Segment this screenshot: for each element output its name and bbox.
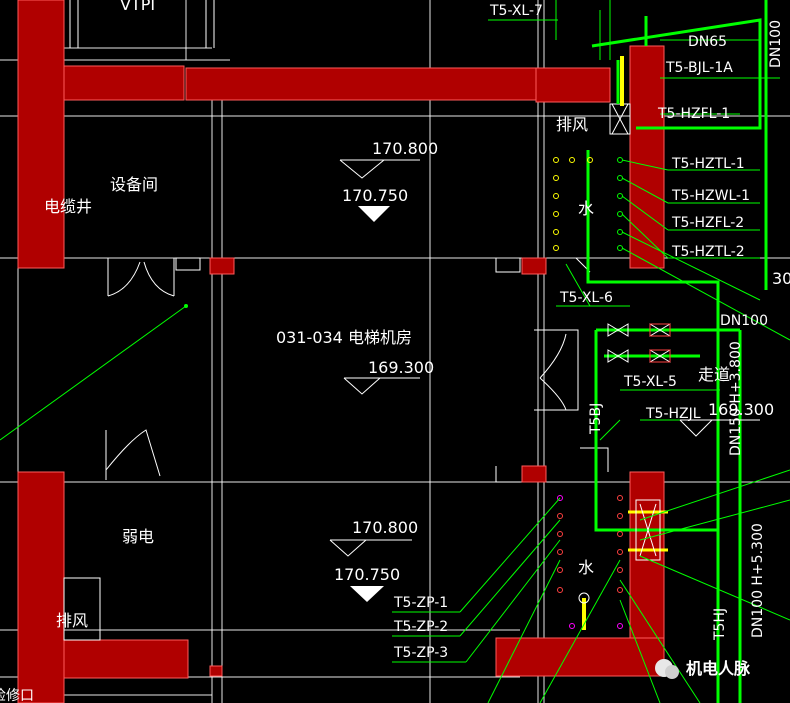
pipe-label-t5hj: T5HJ	[712, 608, 728, 641]
elevation-middle: 169.300	[368, 358, 434, 377]
wall-right-upper	[629, 45, 665, 269]
column-upper	[209, 257, 235, 275]
pipe-dn100-main	[586, 150, 720, 703]
column-bottom	[209, 665, 223, 677]
pipe-label-zp3: T5-ZP-3	[393, 645, 448, 661]
pipe-label-hztl1: T5-HZTL-1	[671, 156, 745, 172]
pipe-label-hztl2: T5-HZTL-2	[671, 244, 745, 260]
elevation-lower-top: 170.800	[352, 518, 418, 537]
elevation-upper-bottom: 170.750	[342, 186, 408, 205]
wall-top-right	[535, 67, 611, 103]
wall-left-lower	[17, 471, 65, 703]
pipe-label-hzfl1: T5-HZFL-1	[657, 106, 730, 122]
pipe-label-hzwl1: T5-HZWL-1	[671, 188, 750, 204]
column-right-upper	[521, 257, 547, 275]
pipe-label-zp2: T5-ZP-2	[393, 619, 448, 635]
wall-bottom-left	[63, 639, 189, 679]
room-label-equipment: 设备间	[110, 175, 158, 194]
room-label-elevator: 031-034 电梯机房	[276, 328, 412, 347]
watermark: 机电人脉	[655, 659, 751, 679]
column-right-lower	[521, 465, 547, 483]
pipes	[586, 0, 768, 703]
elevation-lower-bottom: 170.750	[334, 565, 400, 584]
room-label-weak-current: 弱电	[122, 527, 154, 546]
wall-left-upper	[17, 0, 65, 269]
pipe-dn65	[591, 18, 762, 130]
room-label-exhaust-top: 排风	[556, 115, 588, 134]
pipe-label-dn100-top-vertical: DN100	[768, 20, 784, 68]
pipe-label-hzjl: T5-HZJL	[645, 406, 701, 422]
pipe-label-dn150: DN150 H+3.800	[728, 341, 744, 456]
room-label-corridor: 走道	[698, 365, 730, 384]
pipe-label-dn100-mid: DN100	[720, 313, 768, 329]
pipe-label-zp1: T5-ZP-1	[393, 595, 448, 611]
room-label-exhaust-bottom: 排风	[56, 611, 88, 630]
elevation-marks	[329, 159, 760, 602]
watermark-text: 机电人脉	[686, 659, 751, 678]
pipe-label-dn65: DN65	[688, 34, 727, 50]
walls	[17, 0, 665, 703]
edge-label-30: 30	[772, 269, 790, 288]
pipe-label-xl5: T5-XL-5	[623, 374, 677, 390]
room-label-vtpi: VTPI	[120, 0, 155, 14]
elevation-upper-top: 170.800	[372, 139, 438, 158]
wall-bottom-right	[495, 637, 665, 677]
room-label-water-bottom: 水	[578, 558, 594, 577]
wall-top-left	[63, 65, 185, 101]
riser-dots	[553, 157, 623, 629]
pipe-label-xl6: T5-XL-6	[559, 290, 613, 306]
room-label-access-door: 检修口	[0, 688, 34, 703]
pipe-label-dn100-vertical: DN100 H+5.300	[750, 523, 766, 638]
doors	[63, 0, 631, 641]
wall-right-lower	[629, 471, 665, 641]
room-label-water-top: 水	[578, 199, 594, 218]
pipe-label-bjl1a: T5-BJL-1A	[665, 60, 733, 76]
pipe-label-t5bj: T5BJ	[588, 403, 604, 435]
elevation-corridor: 169.300	[708, 400, 774, 419]
wall-top-middle	[185, 67, 537, 101]
pipe-label-xl7: T5-XL-7	[489, 3, 543, 19]
pipe-label-hzfl2: T5-HZFL-2	[671, 215, 744, 231]
room-label-cable-shaft: 电缆井	[44, 197, 92, 216]
